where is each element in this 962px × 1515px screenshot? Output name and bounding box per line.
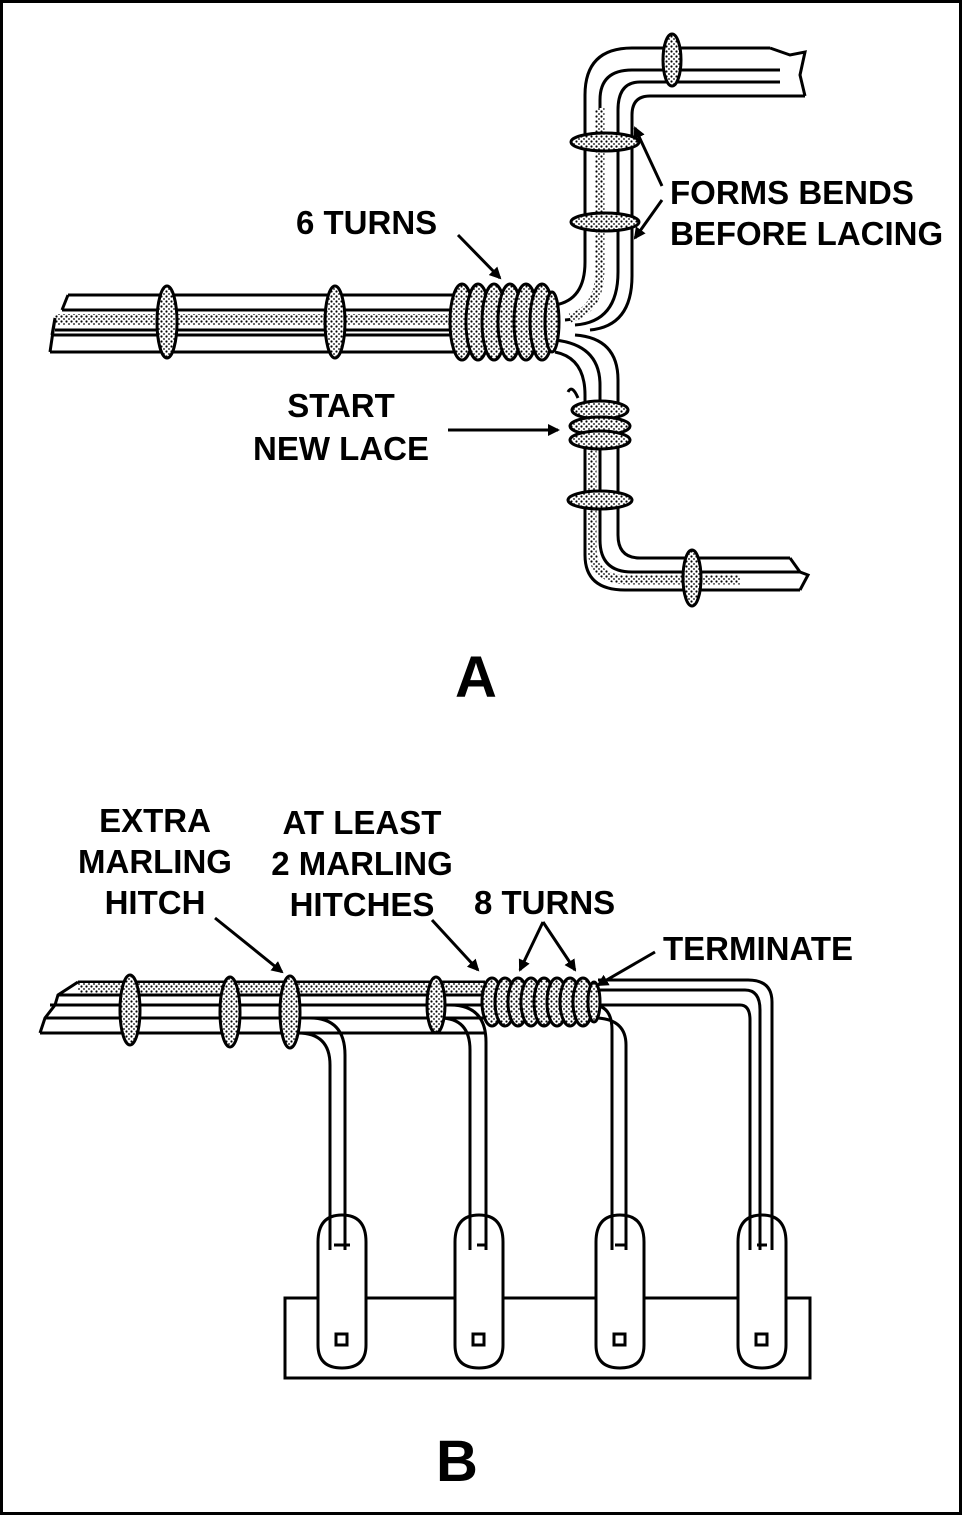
b-terminal-board bbox=[283, 1296, 812, 1380]
a-new-lace-knot bbox=[566, 387, 703, 608]
b-label-eight-turns: 8 TURNS bbox=[474, 884, 616, 921]
figure-a-harness bbox=[48, 32, 811, 608]
b-label-atleast-line1: AT LEAST bbox=[282, 804, 442, 841]
b-hitches bbox=[118, 973, 447, 1050]
a-label-start-line1: START bbox=[287, 387, 395, 424]
figure-a-letter: A bbox=[455, 645, 497, 710]
b-main-bundle bbox=[38, 980, 485, 1035]
figure-b-harness bbox=[38, 916, 812, 1380]
a-label-start-line2: NEW LACE bbox=[253, 430, 429, 467]
a-leader-arrows bbox=[448, 126, 664, 436]
a-hitches-upper bbox=[569, 32, 683, 233]
b-label-extra-line1: EXTRA bbox=[99, 802, 211, 839]
b-leader-arrows bbox=[214, 916, 656, 987]
b-label-atleast-line2: 2 MARLING bbox=[271, 845, 453, 882]
b-branch-wires bbox=[297, 978, 774, 1250]
b-label-terminate: TERMINATE bbox=[663, 930, 854, 967]
b-label-extra-line2: MARLING bbox=[78, 843, 232, 880]
a-six-turns-binding bbox=[448, 282, 561, 362]
b-eight-turns-binding bbox=[480, 976, 602, 1028]
a-lower-branch bbox=[554, 333, 811, 592]
a-label-forms-bends-line1: FORMS BENDS bbox=[670, 174, 914, 211]
a-upper-branch bbox=[554, 46, 807, 332]
a-label-six-turns: 6 TURNS bbox=[296, 204, 438, 241]
b-label-extra-line3: HITCH bbox=[104, 884, 206, 921]
b-label-atleast-line3: HITCHES bbox=[289, 886, 435, 923]
a-hitches-main bbox=[155, 284, 347, 360]
b-terminal-lugs bbox=[316, 1213, 788, 1370]
a-label-forms-bends-line2: BEFORE LACING bbox=[670, 215, 944, 252]
figure-b-letter: B bbox=[436, 1429, 478, 1494]
a-main-bundle bbox=[48, 293, 460, 354]
